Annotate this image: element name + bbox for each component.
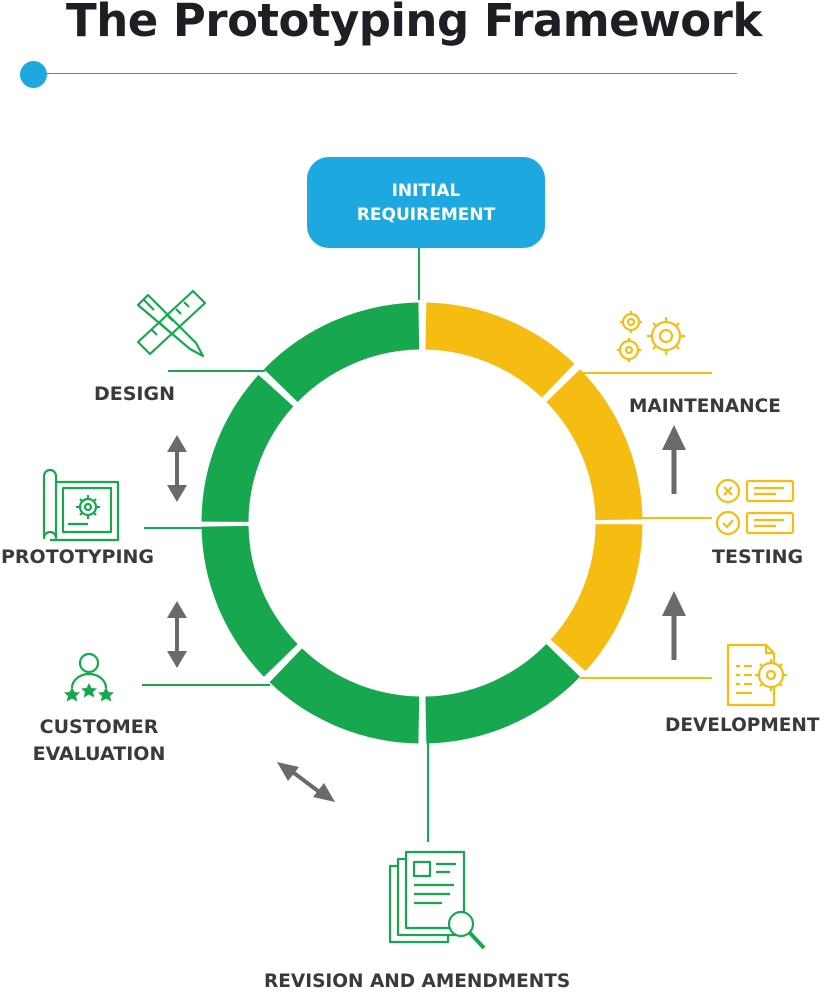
ring-segment-maintenance xyxy=(424,302,575,399)
title-divider xyxy=(46,73,737,74)
customer-evaluation-label: CUSTOMER EVALUATION xyxy=(32,716,166,765)
document-magnifier-icon xyxy=(388,850,486,950)
revision-label: REVISION AND AMENDMENTS xyxy=(264,971,571,992)
ring-segment-customer-evaluation xyxy=(201,525,299,677)
customer-rating-icon xyxy=(64,652,114,702)
design-label: DESIGN xyxy=(94,383,176,405)
gears-icon xyxy=(617,311,685,362)
testing-to-maintenance-up-arrow xyxy=(662,425,686,494)
ring-segment-prototyping xyxy=(201,374,294,523)
ring-segment-design xyxy=(263,302,420,403)
development-label: DEVELOPMENT xyxy=(665,715,820,736)
prototyping-label: PROTOTYPING xyxy=(1,546,155,568)
testing-label: TESTING xyxy=(712,546,804,568)
initial-requirement-label: INITIAL REQUIREMENT xyxy=(356,180,496,225)
development-to-testing-up-arrow xyxy=(662,591,686,660)
design-prototyping-double-arrow xyxy=(167,435,187,502)
page-title: The Prototyping Framework xyxy=(66,0,762,47)
maintenance-label: MAINTENANCE xyxy=(629,396,781,417)
ring-segment-revision-right xyxy=(424,643,581,744)
ruler-pencil-icon xyxy=(136,289,207,358)
checklist-icon xyxy=(715,478,795,536)
initial-requirement-box: INITIAL REQUIREMENT xyxy=(307,157,545,248)
ring-segment-testing xyxy=(545,369,643,521)
ring-segment-development xyxy=(550,523,643,672)
evaluation-revision-double-arrow xyxy=(277,762,335,802)
ring-segment-revision-left xyxy=(269,647,420,744)
prototyping-evaluation-double-arrow xyxy=(167,601,187,668)
title-bullet-dot xyxy=(20,61,47,88)
blueprint-gear-icon xyxy=(42,468,120,542)
document-gear-icon xyxy=(726,643,787,707)
